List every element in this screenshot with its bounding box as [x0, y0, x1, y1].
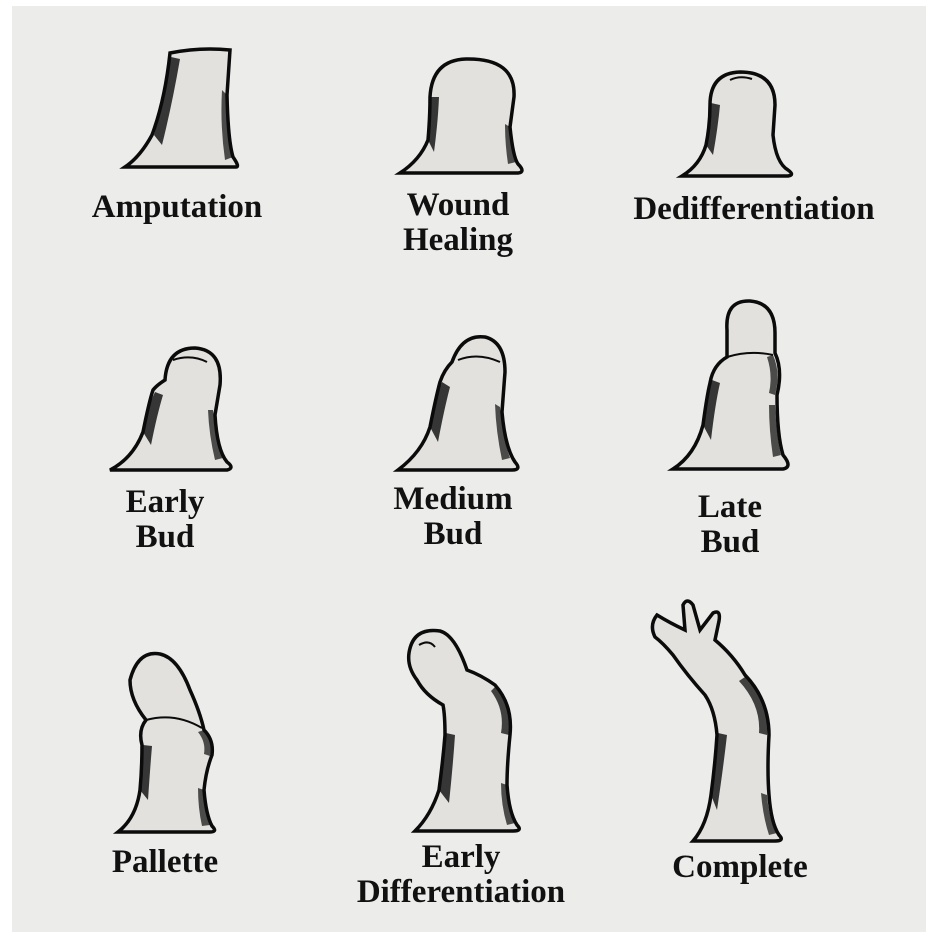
label-line: Bud — [5, 520, 325, 555]
label-line: Early — [301, 840, 621, 875]
stage-label-complete: Complete — [580, 850, 900, 885]
stage-late-bud-drawing — [665, 295, 865, 475]
stage-label-early-bud: Early Bud — [5, 485, 325, 555]
stage-complete-drawing — [645, 595, 845, 775]
label-line: Pallette — [5, 845, 325, 880]
label-line: Bud — [570, 525, 890, 560]
label-line: Amputation — [17, 190, 337, 225]
label-line: Medium — [293, 482, 613, 517]
stage-label-medium-bud: Medium Bud — [293, 482, 613, 552]
label-line: Differentiation — [301, 875, 621, 910]
label-line: Wound — [298, 188, 618, 223]
label-line: Early — [5, 485, 325, 520]
stage-early-differentiation-drawing — [395, 625, 595, 805]
stage-pallette-drawing — [100, 650, 300, 830]
stage-label-early-differentiation: Early Differentiation — [301, 840, 621, 910]
label-line: Healing — [298, 223, 618, 258]
stage-label-dedifferentiation: Dedifferentiation — [594, 192, 914, 227]
stage-label-amputation: Amputation — [17, 190, 337, 225]
stage-label-pallette: Pallette — [5, 845, 325, 880]
label-line: Dedifferentiation — [594, 192, 914, 227]
stage-label-late-bud: Late Bud — [570, 490, 890, 560]
label-line: Late — [570, 490, 890, 525]
label-line: Complete — [580, 850, 900, 885]
stage-label-wound-healing: Wound Healing — [298, 188, 618, 258]
label-line: Bud — [293, 517, 613, 552]
